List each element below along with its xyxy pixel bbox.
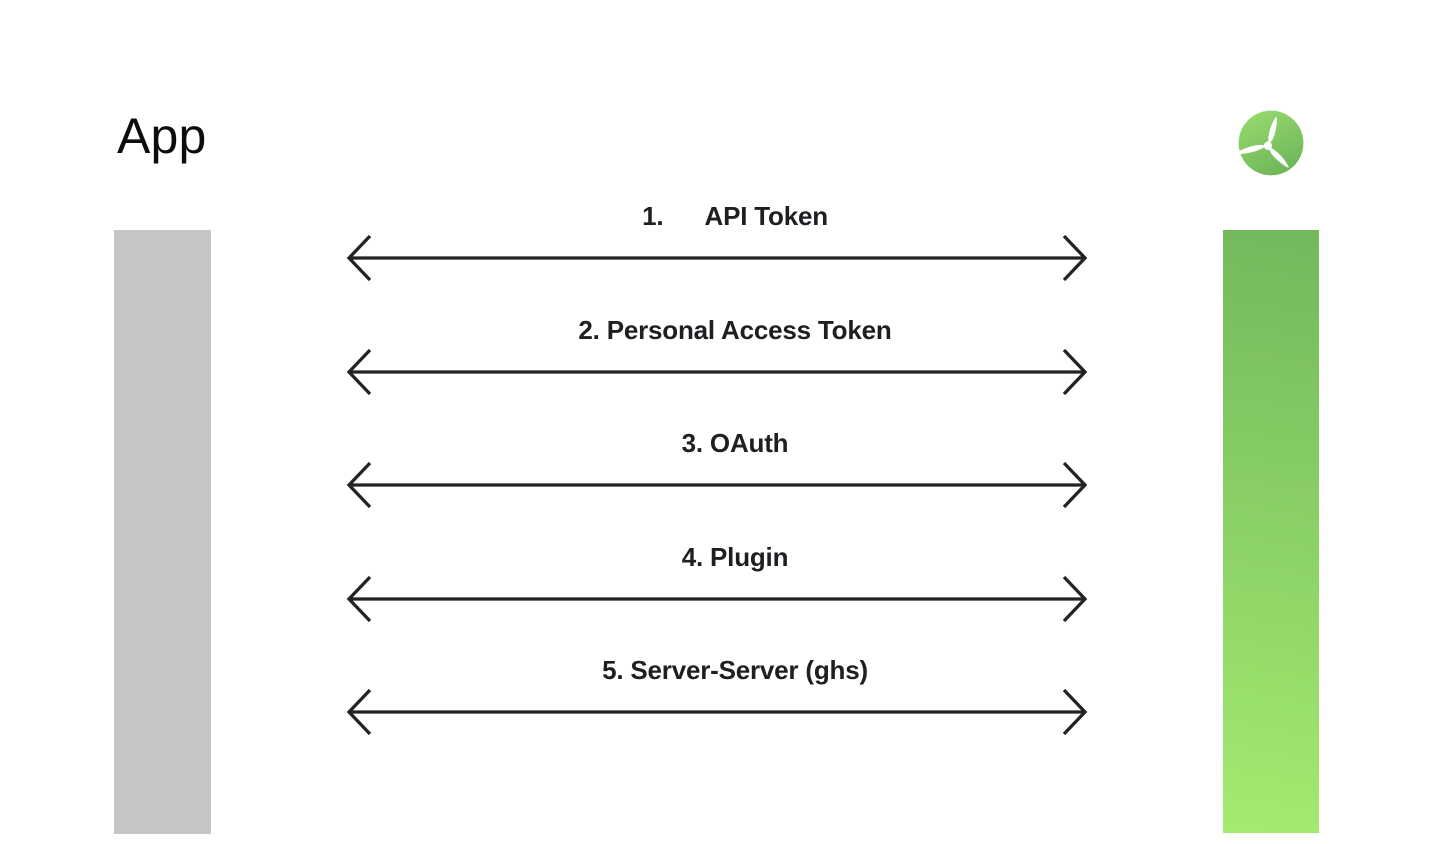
propeller-logo-icon (1235, 110, 1304, 176)
connection-row: 1. API Token (345, 198, 1089, 284)
connection-label: 2. Personal Access Token (578, 315, 892, 345)
connection-label: 4. Plugin (681, 542, 789, 572)
double-arrow-icon (346, 234, 1088, 282)
double-arrow-icon (346, 348, 1088, 396)
app-bar (114, 230, 211, 834)
connection-label: 3. OAuth (681, 428, 789, 458)
connection-row: 2. Personal Access Token (345, 312, 1089, 398)
double-arrow-icon (346, 461, 1088, 509)
connection-row: 5. Server-Server (ghs) (345, 652, 1089, 738)
service-bar (1223, 230, 1319, 833)
double-arrow-icon (346, 575, 1088, 623)
connection-label: 1. API Token (642, 201, 828, 231)
connection-label: 5. Server-Server (ghs) (602, 655, 868, 685)
connection-row: 3. OAuth (345, 425, 1089, 511)
app-title: App (117, 108, 207, 164)
connection-row: 4. Plugin (345, 539, 1089, 625)
double-arrow-icon (346, 688, 1088, 736)
